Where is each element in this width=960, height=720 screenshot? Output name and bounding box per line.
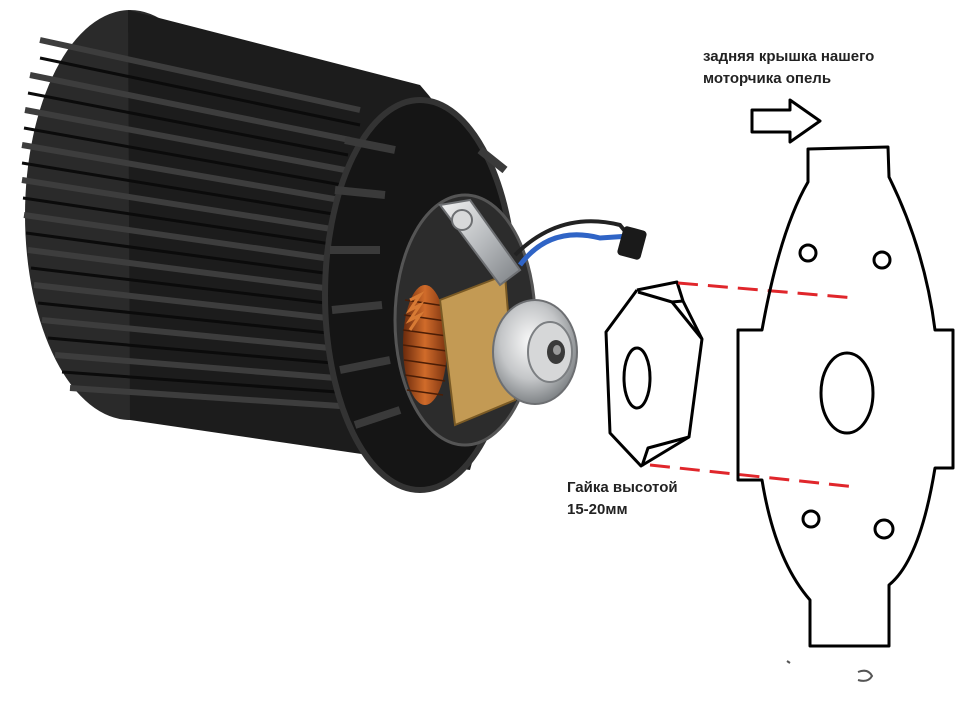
cover-hole-bottom-right: [873, 518, 895, 540]
nut-side-edge-2: [640, 435, 690, 467]
brush-spring: [405, 291, 425, 331]
wire-black: [513, 219, 642, 257]
hex-nut-drawing: [604, 280, 704, 468]
scribble-marks: [786, 660, 874, 682]
wire-connector: [617, 226, 647, 260]
rear-cover-label-line2: моторчика опель: [703, 70, 832, 87]
fan-blades: [21, 37, 371, 411]
guide-line-top: [677, 281, 856, 300]
guide-line-bottom: [649, 463, 857, 489]
alignment-guides: [649, 281, 857, 489]
cover-outline: [736, 145, 955, 648]
nut-side-edge-1: [670, 301, 704, 340]
cover-hole-top-left: [798, 243, 818, 263]
cover-hole-top-right: [872, 250, 892, 270]
right-arrow-icon: [750, 98, 822, 144]
fan-blade-gaps: [21, 56, 366, 396]
shaft-tip: [553, 345, 561, 355]
nut-inner-edge: [637, 290, 684, 304]
copper-coil-lines: [402, 299, 448, 396]
blower-fan-motor-image: [21, 10, 647, 493]
nut-label-line2: 15-20мм: [567, 501, 628, 518]
cover-hole-bottom-left: [801, 509, 821, 529]
nut-label: Гайка высотой 15-20мм: [567, 477, 678, 521]
bracket-screw: [451, 209, 473, 231]
nut-label-line1: Гайка высотой: [567, 479, 678, 496]
rear-cover-label-line1: задняя крышка нашего: [703, 48, 875, 65]
rear-cover-label: задняя крышка нашего моторчика опель: [703, 46, 874, 90]
cover-center-hole: [819, 351, 875, 435]
motor-rear-cover-drawing: [736, 145, 955, 648]
brush-plate: [438, 273, 517, 427]
nut-hole: [622, 346, 652, 410]
wire-blue: [518, 232, 631, 267]
